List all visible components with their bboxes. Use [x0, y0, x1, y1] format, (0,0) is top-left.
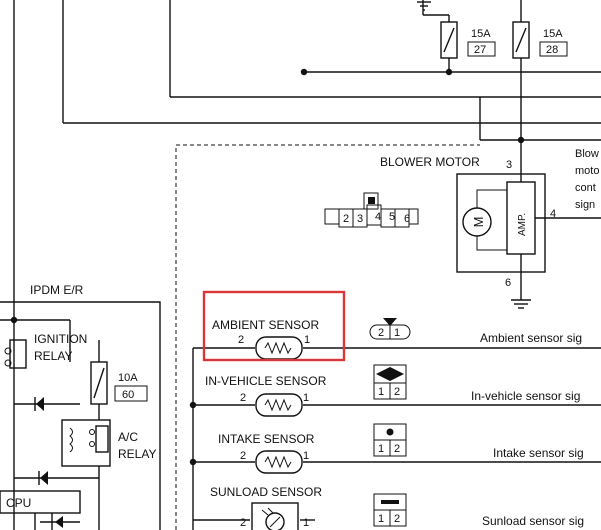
in-vehicle-sensor: IN-VEHICLE SENSOR 2 1 In-vehicle sensor …: [193, 364, 601, 417]
in-vehicle-conn-pin-1: 1: [378, 386, 384, 398]
intake-sensor: INTAKE SENSOR 2 1 Intake sensor sig 1 2: [193, 423, 601, 474]
intake-conn-pin-2: 2: [394, 443, 400, 455]
sunload-conn-pin-2: 2: [394, 513, 400, 525]
ambient-signal: Ambient sensor sig: [480, 331, 582, 345]
fuse-28: 15A 28: [512, 21, 568, 59]
conn-pin-3: 3: [357, 213, 363, 225]
blower-note-3: cont: [575, 182, 596, 194]
cpu-block: [0, 490, 81, 514]
ambient-sensor: AMBIENT SENSOR 2 1 Ambient sensor sig 2 …: [193, 318, 601, 360]
intake-pin-left: 2: [240, 450, 246, 462]
amp-label: AMP.: [517, 213, 528, 236]
ambient-conn-pin-1: 2: [378, 327, 384, 339]
cpu-label: CPU: [6, 496, 31, 510]
fuse-27: 15A 27: [440, 21, 496, 59]
ambient-connector-key: [383, 318, 397, 326]
fuse-28-number: 28: [546, 44, 558, 56]
intake-thermistor-icon: [255, 450, 303, 474]
motor-symbol: M: [471, 217, 486, 228]
ipdm-title: IPDM E/R: [30, 283, 84, 297]
in-vehicle-thermistor-icon: [255, 393, 303, 417]
conn-pin-5: 5: [389, 211, 395, 223]
ambient-conn-pin-2: 1: [394, 327, 400, 339]
intake-sensor-name: INTAKE SENSOR: [218, 432, 315, 446]
ambient-pin-left: 2: [238, 334, 244, 346]
diode-icon: [36, 397, 44, 411]
blower-pin-bottom: 6: [505, 277, 511, 289]
in-vehicle-pin-left: 2: [240, 392, 246, 404]
fuse-60-rating: 10A: [118, 372, 138, 384]
harness-dashed-line: [175, 144, 480, 530]
ambient-thermistor-icon: [255, 336, 303, 360]
blower-pin-right: 4: [550, 208, 556, 220]
ignition-relay-label-2: RELAY: [34, 349, 72, 363]
in-vehicle-pin-right: 1: [303, 392, 309, 404]
fuse-27-rating: 15A: [471, 28, 491, 40]
ignition-relay-label-1: IGNITION: [34, 332, 87, 346]
ambient-sensor-name: AMBIENT SENSOR: [212, 318, 319, 332]
blower-note-2: moto: [575, 165, 599, 177]
ac-relay-box: [61, 419, 111, 467]
blower-note-1: Blow: [575, 148, 599, 160]
sunload-connector-key: [381, 500, 399, 504]
motor-icon: [462, 207, 492, 237]
sunload-pin-right: 1: [303, 517, 309, 529]
ignition-relay-switch: [9, 339, 27, 369]
fuse-27-number: 27: [474, 44, 486, 56]
top-wiring: [13, 0, 601, 530]
ambient-sensor-highlight: [202, 290, 346, 362]
diode-icon-2: [40, 471, 48, 485]
blower-connector: 2 3 4 5 6: [324, 192, 419, 228]
sunload-sensor: SUNLOAD SENSOR 2 1 Sunload sensor sig 1 …: [193, 485, 584, 530]
intake-connector-key: [386, 428, 394, 436]
sensor-bus: [189, 348, 197, 530]
in-vehicle-connector-key: [376, 367, 404, 381]
sunload-sensor-name: SUNLOAD SENSOR: [210, 485, 322, 499]
in-vehicle-conn-pin-2: 2: [394, 386, 400, 398]
sunload-signal: Sunload sensor sig: [482, 514, 584, 528]
conn-pin-6: 6: [404, 213, 410, 225]
ac-relay-label-2: RELAY: [118, 447, 156, 461]
in-vehicle-sensor-name: IN-VEHICLE SENSOR: [205, 374, 327, 388]
in-vehicle-signal: In-vehicle sensor sig: [471, 389, 580, 403]
conn-pin-4: 4: [375, 211, 381, 223]
conn-pin-2: 2: [343, 213, 349, 225]
ac-relay-label-1: A/C: [118, 430, 138, 444]
blower-motor-title: BLOWER MOTOR: [380, 155, 480, 169]
sunload-conn-pin-1: 1: [378, 513, 384, 525]
sunload-photodiode-icon: [251, 502, 299, 530]
sunload-pin-left: 2: [240, 517, 246, 529]
fuse-60-number: 60: [122, 389, 134, 401]
blower-note-4: sign: [575, 199, 595, 211]
blower-pin-top: 3: [506, 159, 512, 171]
intake-conn-pin-1: 1: [378, 443, 384, 455]
fuse-28-rating: 15A: [543, 28, 563, 40]
blower-motor: BLOWER MOTOR 3 AMP. 4 M 6 Blow moto cont…: [380, 148, 601, 309]
ambient-pin-right: 1: [304, 334, 310, 346]
ipdm-er: IPDM E/R IGNITION RELAY 10A 60 A/C RELAY: [0, 283, 161, 530]
intake-pin-right: 1: [303, 450, 309, 462]
intake-signal: Intake sensor sig: [493, 446, 584, 460]
